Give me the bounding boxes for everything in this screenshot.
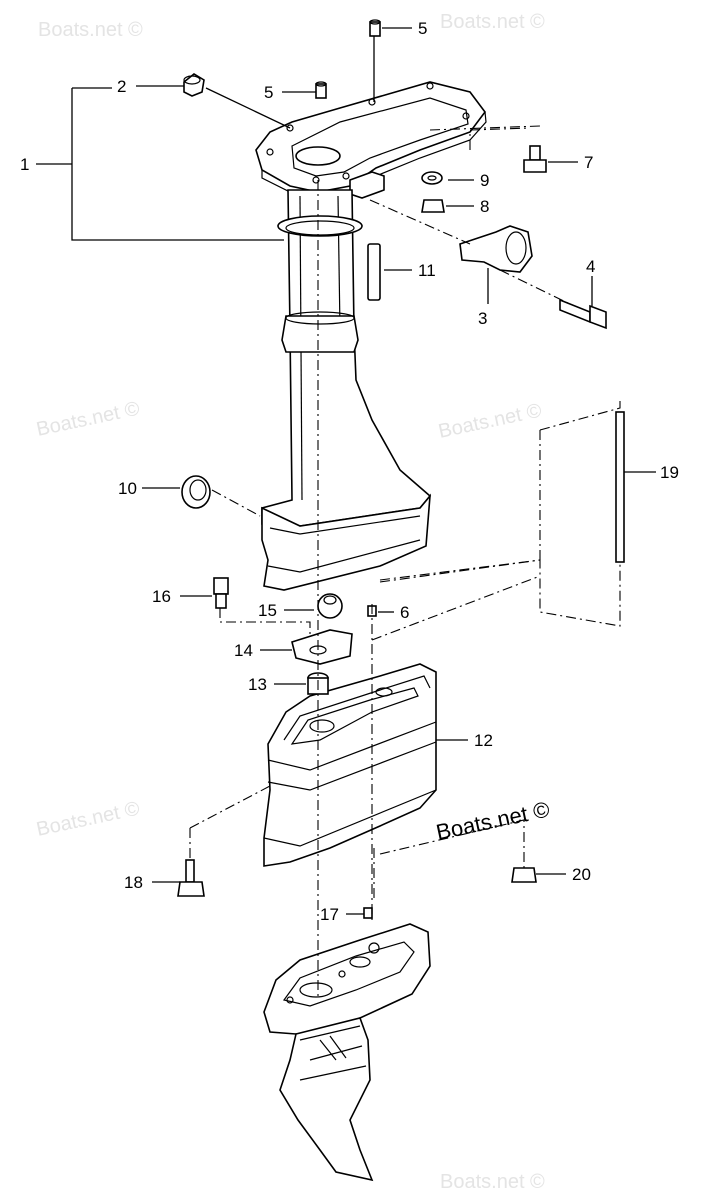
- callout-3: 3: [478, 309, 487, 328]
- callout-8: 8: [480, 197, 489, 216]
- callout-6: 6: [400, 603, 409, 622]
- callout-labels: 1 2 3 4 5 5 6 7 8 9 10 11 12 13 14 15 16…: [20, 19, 679, 924]
- gearcase: [263, 923, 431, 1182]
- callout-9: 9: [480, 171, 489, 190]
- watermark: Boats.net ©: [34, 798, 141, 841]
- small-parts: [177, 19, 625, 919]
- watermark: Boats.net ©: [440, 11, 545, 33]
- driveshaft-housing-assembly: [255, 81, 487, 591]
- callout-18: 18: [124, 873, 143, 892]
- callout-5: 5: [418, 19, 427, 38]
- callout-14: 14: [234, 641, 253, 660]
- callout-20: 20: [572, 865, 591, 884]
- reference-lines: [189, 125, 621, 1000]
- callout-12: 12: [474, 731, 493, 750]
- watermark: Boats.net ©: [440, 1171, 545, 1193]
- watermark: Boats.net ©: [434, 796, 552, 844]
- callout-17: 17: [320, 905, 339, 924]
- callout-11: 11: [418, 261, 436, 280]
- callout-10: 10: [118, 479, 137, 498]
- watermark: Boats.net ©: [38, 19, 143, 41]
- lower-driveshaft-housing: [263, 663, 437, 867]
- leader-lines: [36, 27, 656, 915]
- callout-4: 4: [586, 257, 595, 276]
- housing-tube: [261, 189, 432, 527]
- watermark: Boats.net ©: [34, 398, 141, 441]
- callout-13: 13: [248, 675, 267, 694]
- callout-16: 16: [152, 587, 171, 606]
- callout-1: 1: [20, 155, 29, 174]
- callout-5: 5: [264, 83, 273, 102]
- callout-2: 2: [117, 77, 126, 96]
- callout-7: 7: [584, 153, 593, 172]
- callout-19: 19: [660, 463, 679, 482]
- callout-15: 15: [258, 601, 277, 620]
- watermark: Boats.net ©: [436, 400, 543, 443]
